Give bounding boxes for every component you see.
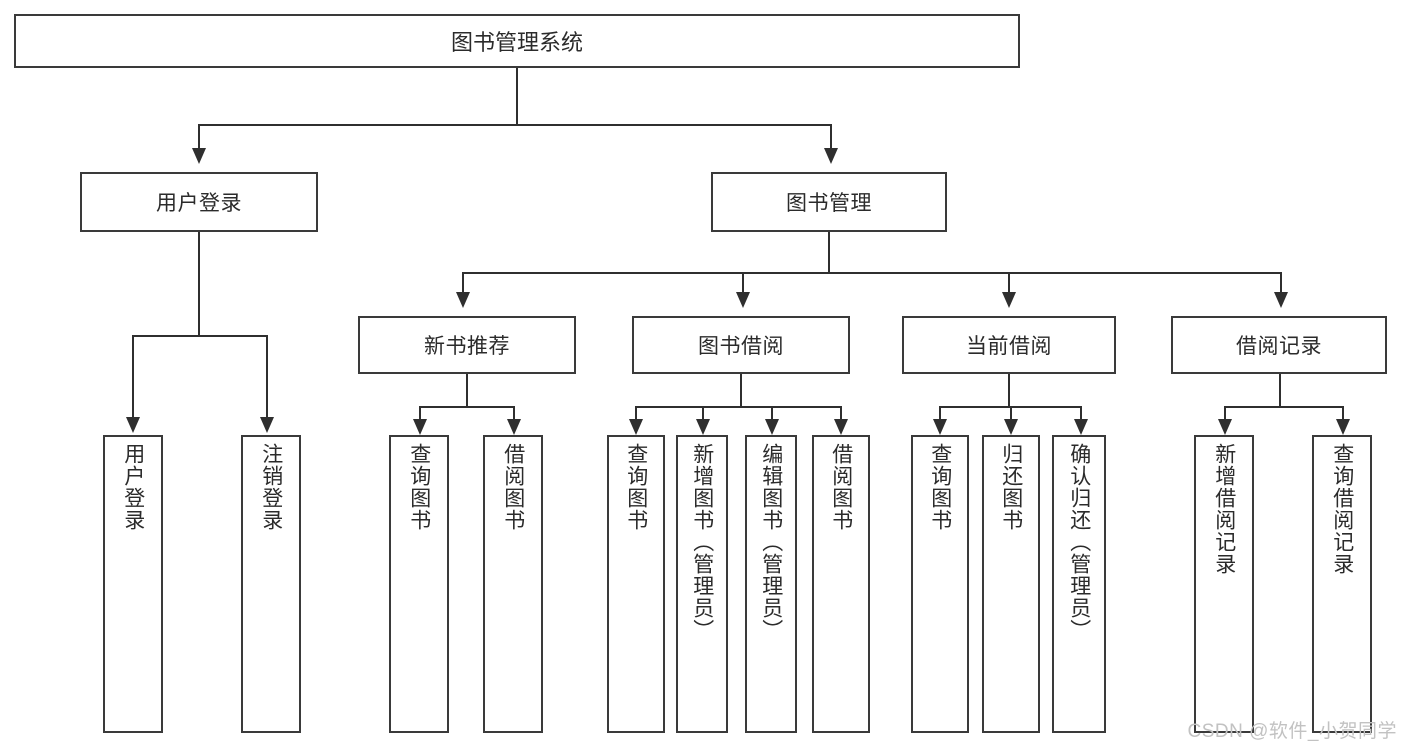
leaf-label: 编辑图书（管理员） [759, 443, 783, 641]
connector-cb-leaf-3 [1080, 406, 1082, 419]
node-new-book-recommend[interactable]: 新书推荐 [358, 316, 576, 374]
connector-bb-leaf-2 [702, 406, 704, 419]
leaf-label: 借阅图书 [829, 443, 853, 531]
leaf-add-borrow-record[interactable]: 新增借阅记录 [1194, 435, 1254, 733]
connector-nbr-leaf-1 [419, 406, 421, 419]
connector-user-login-leaf-2 [266, 335, 268, 417]
arrow-cb-leaf-2 [1004, 419, 1018, 435]
connector-br-leaf-1 [1224, 406, 1226, 419]
arrow-cb-leaf-3 [1074, 419, 1088, 435]
connector-book-management-stem [828, 232, 830, 272]
leaf-label: 新增借阅记录 [1212, 443, 1236, 575]
node-label: 图书管理 [786, 192, 872, 215]
node-user-login[interactable]: 用户登录 [80, 172, 318, 232]
connector-br-leaf-2 [1342, 406, 1344, 419]
leaf-label: 归还图书 [999, 443, 1023, 531]
connector-bb-leaf-4 [840, 406, 842, 419]
connector-bm-to-book-borrow [742, 272, 744, 292]
arrow-bb-leaf-2 [696, 419, 710, 435]
arrow-bb-leaf-3 [765, 419, 779, 435]
node-book-borrow[interactable]: 图书借阅 [632, 316, 850, 374]
connector-bb-bar [635, 406, 842, 408]
leaf-edit-book[interactable]: 编辑图书（管理员） [745, 435, 797, 733]
connector-cb-stem [1008, 374, 1010, 406]
leaf-label: 查询图书 [407, 443, 431, 531]
node-current-borrow[interactable]: 当前借阅 [902, 316, 1116, 374]
leaf-label: 查询图书 [624, 443, 648, 531]
node-label: 图书管理系统 [450, 30, 583, 55]
connector-book-management-bar [462, 272, 1280, 274]
node-label: 用户登录 [156, 192, 242, 215]
arrow-nbr-leaf-1 [413, 419, 427, 435]
leaf-query-borrow-record[interactable]: 查询借阅记录 [1312, 435, 1372, 733]
connector-root-bar [198, 124, 832, 126]
leaf-label: 新增图书（管理员） [690, 443, 714, 641]
arrow-cb-leaf-1 [933, 419, 947, 435]
node-label: 图书借阅 [698, 335, 784, 358]
leaf-label: 查询图书 [928, 443, 952, 531]
connector-user-login-leaf-1 [132, 335, 134, 417]
node-label: 借阅记录 [1236, 335, 1322, 358]
connector-root-stem [516, 68, 518, 124]
arrow-bm-to-borrow-record [1274, 292, 1288, 308]
node-book-management[interactable]: 图书管理 [711, 172, 947, 232]
node-label: 新书推荐 [424, 335, 510, 358]
leaf-confirm-return[interactable]: 确认归还（管理员） [1052, 435, 1106, 733]
arrow-bm-to-new-book [456, 292, 470, 308]
leaf-add-book[interactable]: 新增图书（管理员） [676, 435, 728, 733]
leaf-borrow-book-1[interactable]: 借阅图书 [483, 435, 543, 733]
connector-root-to-book-management [830, 124, 832, 148]
arrow-br-leaf-1 [1218, 419, 1232, 435]
connector-br-stem [1279, 374, 1281, 406]
arrow-bm-to-current-borrow [1002, 292, 1016, 308]
connector-bm-to-new-book [462, 272, 464, 292]
arrow-br-leaf-2 [1336, 419, 1350, 435]
leaf-logout-login[interactable]: 注销登录 [241, 435, 301, 733]
node-borrow-record[interactable]: 借阅记录 [1171, 316, 1387, 374]
connector-bm-to-borrow-record [1280, 272, 1282, 292]
leaf-query-book-1[interactable]: 查询图书 [389, 435, 449, 733]
connector-cb-leaf-1 [939, 406, 941, 419]
leaf-label: 查询借阅记录 [1330, 443, 1354, 575]
connector-user-login-bar [132, 335, 266, 337]
arrow-root-to-user-login [192, 148, 206, 164]
leaf-label: 注销登录 [259, 443, 283, 531]
node-root-system[interactable]: 图书管理系统 [14, 14, 1020, 68]
connector-nbr-leaf-2 [513, 406, 515, 419]
arrow-user-login-leaf-1 [126, 417, 140, 433]
leaf-label: 确认归还（管理员） [1067, 443, 1091, 641]
node-label: 当前借阅 [966, 335, 1052, 358]
connector-cb-bar [939, 406, 1080, 408]
connector-nbr-bar [419, 406, 515, 408]
arrow-nbr-leaf-2 [507, 419, 521, 435]
arrow-bb-leaf-1 [629, 419, 643, 435]
connector-br-bar [1224, 406, 1342, 408]
arrow-bm-to-book-borrow [736, 292, 750, 308]
connector-bm-to-current-borrow [1008, 272, 1010, 292]
leaf-user-login[interactable]: 用户登录 [103, 435, 163, 733]
connector-nbr-stem [466, 374, 468, 406]
connector-user-login-stem [198, 232, 200, 335]
leaf-borrow-book-2[interactable]: 借阅图书 [812, 435, 870, 733]
leaf-label: 借阅图书 [501, 443, 525, 531]
connector-bb-stem [740, 374, 742, 406]
leaf-return-book[interactable]: 归还图书 [982, 435, 1040, 733]
leaf-label: 用户登录 [121, 443, 145, 531]
leaf-query-book-2[interactable]: 查询图书 [607, 435, 665, 733]
arrow-bb-leaf-4 [834, 419, 848, 435]
arrow-root-to-book-management [824, 148, 838, 164]
connector-bb-leaf-3 [771, 406, 773, 419]
arrow-user-login-leaf-2 [260, 417, 274, 433]
connector-bb-leaf-1 [635, 406, 637, 419]
connector-root-to-user-login [198, 124, 200, 148]
connector-cb-leaf-2 [1010, 406, 1012, 419]
leaf-query-book-3[interactable]: 查询图书 [911, 435, 969, 733]
